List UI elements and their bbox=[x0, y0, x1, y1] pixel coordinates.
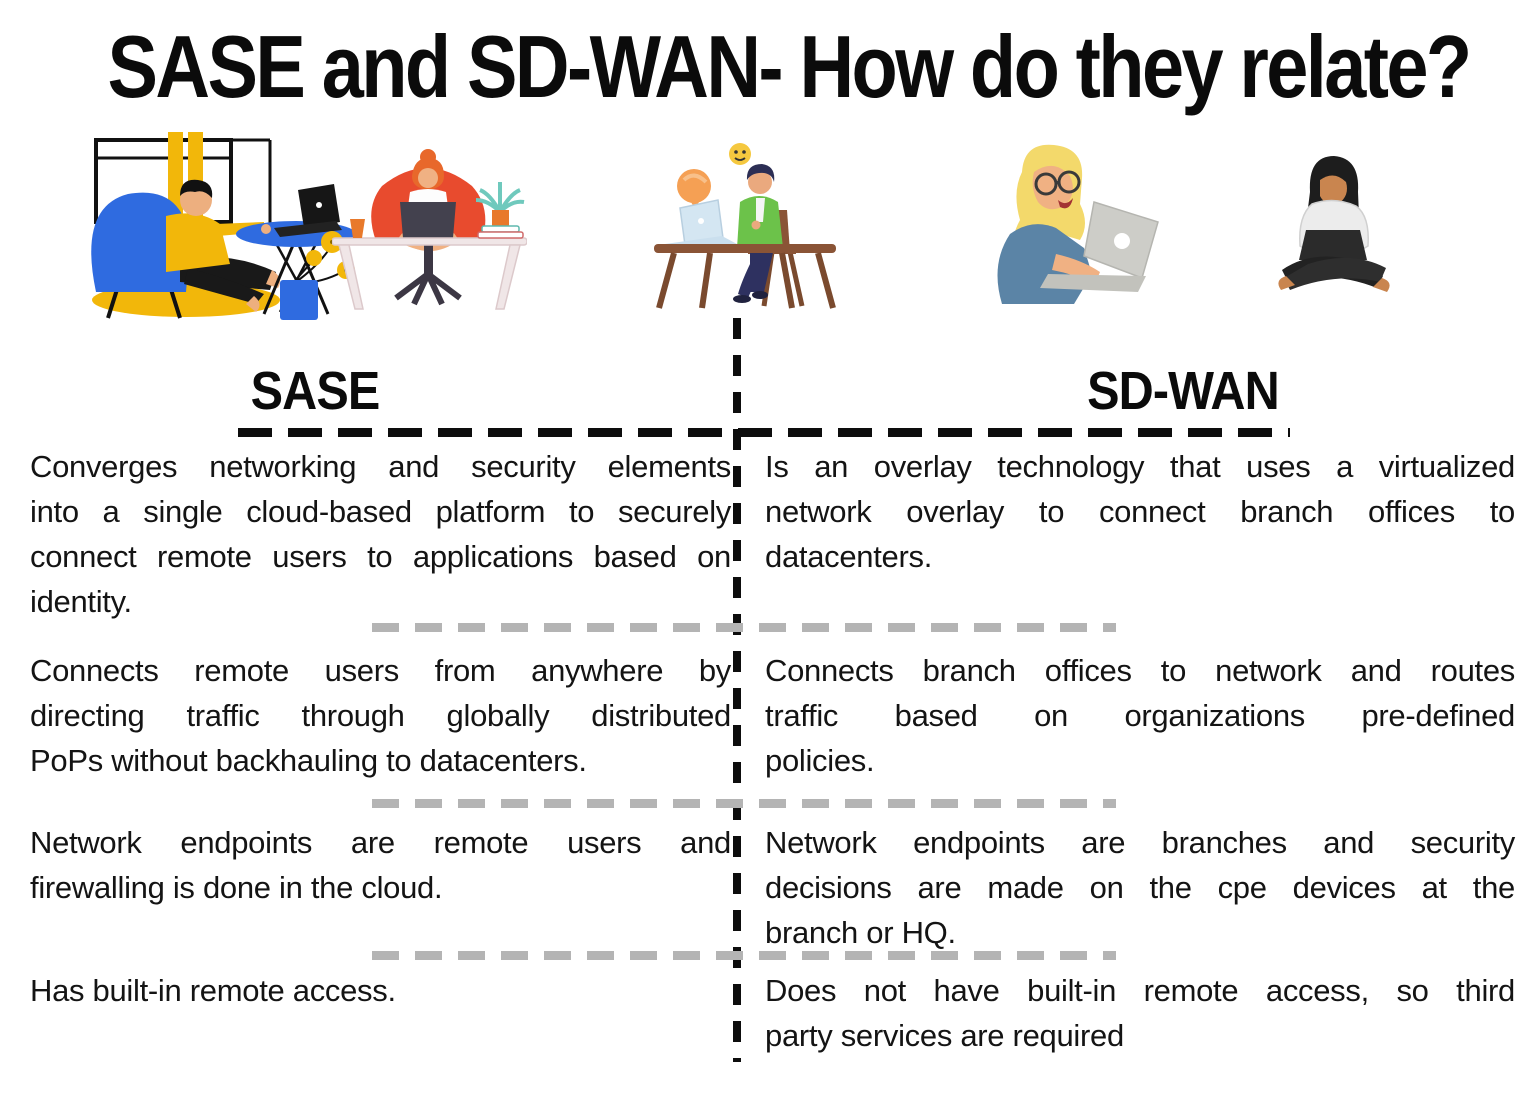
row-separator-1 bbox=[372, 623, 1116, 632]
remote-worker-red-chair-desk-icon bbox=[332, 146, 527, 311]
text-line: Network endpoints are remote users and bbox=[30, 825, 731, 860]
center-divider-line bbox=[733, 318, 741, 1062]
text-line: identity. bbox=[30, 584, 132, 619]
text-line: Network endpoints are branches and secur… bbox=[765, 825, 1515, 860]
column-header-sase: SASE bbox=[250, 361, 381, 421]
text-line: Connects branch offices to network and r… bbox=[765, 653, 1515, 688]
remote-worker-blonde-laptop-icon bbox=[962, 142, 1172, 307]
text-line: connect remote users to applications bas… bbox=[30, 539, 731, 574]
text-line: party services are required bbox=[765, 1018, 1124, 1053]
sase-row-3: Network endpoints are remote users and fi… bbox=[30, 820, 731, 910]
text-line: PoPs without backhauling to datacenters. bbox=[30, 743, 587, 778]
text-line: directing traffic through globally distr… bbox=[30, 698, 731, 733]
sdwan-row-3: Network endpoints are branches and secur… bbox=[765, 820, 1515, 955]
text-line: branch or HQ. bbox=[765, 915, 956, 950]
column-header-sdwan: SD-WAN bbox=[1087, 361, 1280, 421]
text-line: Converges networking and security elemen… bbox=[30, 449, 731, 484]
text-line: Does not have built-in remote access, so… bbox=[765, 973, 1515, 1008]
sdwan-row-4: Does not have built-in remote access, so… bbox=[765, 968, 1515, 1058]
row-separator-2 bbox=[372, 799, 1116, 808]
text-line: firewalling is done in the cloud. bbox=[30, 870, 443, 905]
text-line: Connects remote users from anywhere by bbox=[30, 653, 731, 688]
text-line: traffic based on organizations pre-defin… bbox=[765, 698, 1515, 733]
text-line: decisions are made on the cpe devices at… bbox=[765, 870, 1515, 905]
row-separator-3 bbox=[372, 951, 1116, 960]
text-line: Has built-in remote access. bbox=[30, 973, 396, 1008]
text-line: into a single cloud-based platform to se… bbox=[30, 494, 731, 529]
header-divider-line bbox=[238, 428, 1290, 437]
sdwan-row-2: Connects branch offices to network and r… bbox=[765, 648, 1515, 783]
sdwan-row-1: Is an overlay technology that uses a vir… bbox=[765, 444, 1515, 579]
text-line: policies. bbox=[765, 743, 875, 778]
text-line: Is an overlay technology that uses a vir… bbox=[765, 449, 1515, 484]
sase-row-4: Has built-in remote access. bbox=[30, 968, 731, 1013]
sase-row-2: Connects remote users from anywhere by di… bbox=[30, 648, 731, 783]
remote-worker-wooden-desk-icon bbox=[652, 140, 842, 310]
text-line: datacenters. bbox=[765, 539, 933, 574]
text-line: network overlay to connect branch office… bbox=[765, 494, 1515, 529]
page-title: SASE and SD-WAN- How do they relate? bbox=[107, 17, 1473, 116]
remote-worker-cross-legged-laptop-icon bbox=[1262, 152, 1407, 302]
sase-row-1: Converges networking and security elemen… bbox=[30, 444, 731, 624]
